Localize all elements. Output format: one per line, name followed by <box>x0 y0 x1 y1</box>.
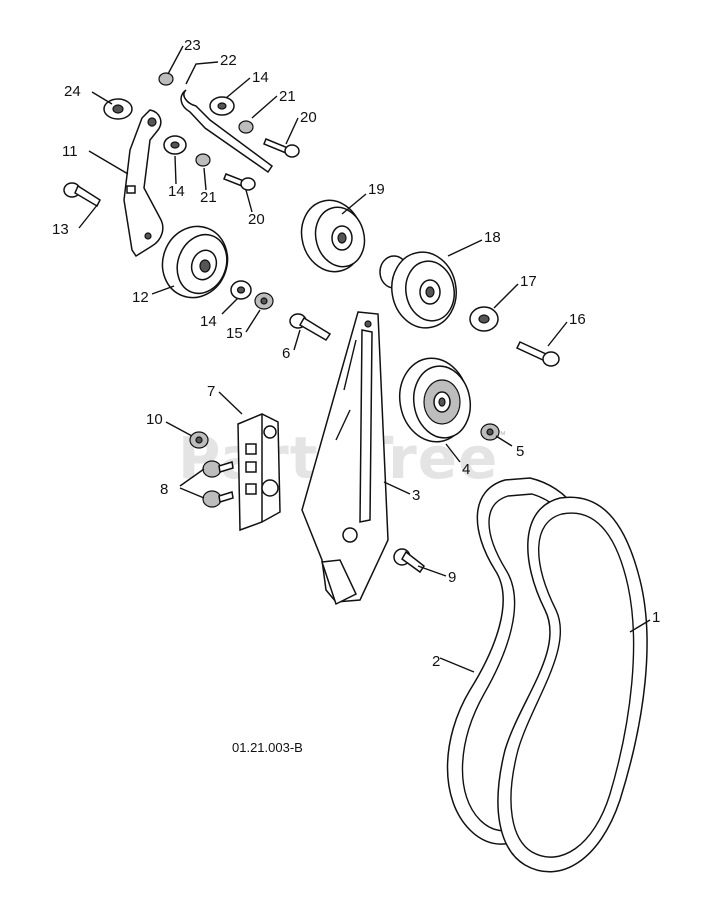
callout-24: 24 <box>64 83 81 100</box>
callout-9: 9 <box>448 569 456 586</box>
part-14-washer-upper <box>209 96 235 116</box>
part-3-idler-arm <box>301 311 389 606</box>
callout-20-lower: 20 <box>248 211 265 228</box>
part-21-nut-mid <box>195 153 211 167</box>
part-22-rod <box>180 89 274 174</box>
part-23-nut <box>158 72 174 86</box>
part-1-belt <box>497 496 648 873</box>
part-15-nut <box>254 292 274 310</box>
part-13-bolt <box>63 182 101 208</box>
part-17-washer <box>469 306 499 332</box>
callout-11: 11 <box>62 143 78 160</box>
callout-14-mid: 14 <box>168 183 185 200</box>
part-5-nut <box>480 423 500 441</box>
svg-text:™: ™ <box>496 430 506 441</box>
callout-6: 6 <box>282 345 290 362</box>
callout-23: 23 <box>184 37 201 54</box>
part-9-bolt <box>393 548 426 574</box>
callout-19: 19 <box>368 181 385 198</box>
callout-2: 2 <box>432 653 440 670</box>
callout-12: 12 <box>132 289 149 306</box>
callout-1: 1 <box>652 609 660 626</box>
part-18-idler-pulley <box>379 251 457 329</box>
part-16-bolt <box>515 341 560 367</box>
callout-7: 7 <box>207 383 215 400</box>
part-10-nut <box>189 431 209 449</box>
reference-code: 01.21.003-B <box>232 740 303 755</box>
part-14-washer-lower <box>230 280 252 300</box>
part-21-nut-upper <box>238 120 254 134</box>
leader-lines <box>78 45 651 673</box>
callout-17: 17 <box>520 273 537 290</box>
callout-14-lower: 14 <box>200 313 217 330</box>
part-19-idler-pulley <box>300 199 366 273</box>
callout-13: 13 <box>52 221 69 238</box>
callout-21-upper: 21 <box>279 88 296 105</box>
callout-15: 15 <box>226 325 243 342</box>
callout-4: 4 <box>462 461 470 478</box>
part-12-idler-pulley <box>161 225 229 299</box>
callout-10: 10 <box>146 411 163 428</box>
callout-3: 3 <box>412 487 420 504</box>
part-4-idler-pulley <box>398 357 472 443</box>
part-14-washer-mid <box>163 135 187 155</box>
callout-5: 5 <box>516 443 524 460</box>
callout-22: 22 <box>220 52 237 69</box>
callout-20-upper: 20 <box>300 109 317 126</box>
part-20-bolt-lower <box>223 173 256 191</box>
callout-16: 16 <box>569 311 586 328</box>
callout-labels: 23 22 24 14 21 20 11 14 21 20 13 19 18 1… <box>52 37 660 670</box>
part-20-bolt-upper <box>263 138 300 158</box>
callout-14-upper: 14 <box>252 69 269 86</box>
callout-8: 8 <box>160 481 168 498</box>
part-6-bolt <box>289 313 332 342</box>
callout-18: 18 <box>484 229 501 246</box>
callout-21-mid: 21 <box>200 189 217 206</box>
part-8-bolts <box>202 460 234 508</box>
part-11-bracket <box>123 109 164 258</box>
part-7-bracket-plate <box>237 413 281 532</box>
